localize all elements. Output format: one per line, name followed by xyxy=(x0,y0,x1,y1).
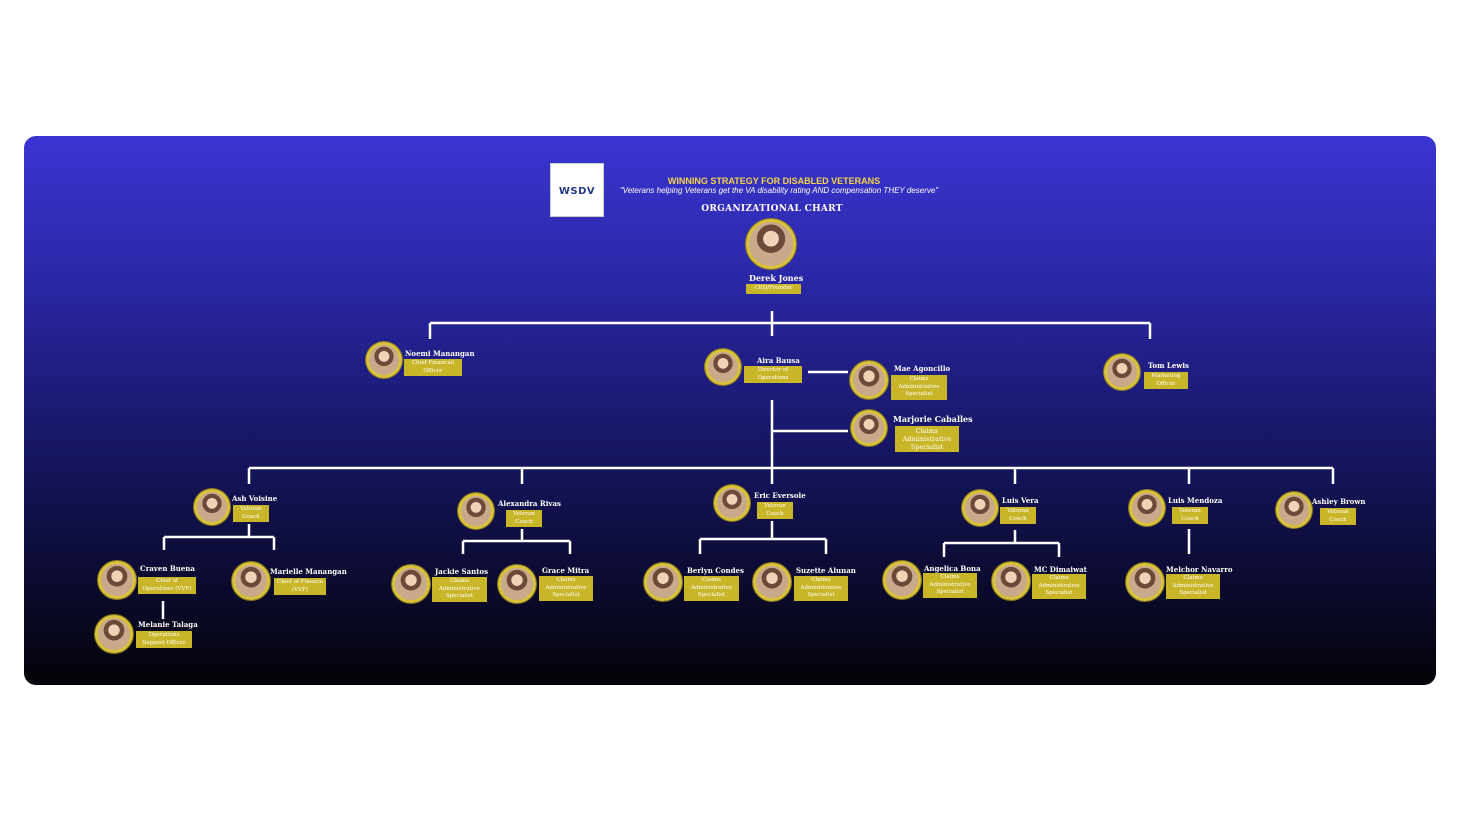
tom-lewis-name: Tom Lewis xyxy=(1148,361,1189,370)
noemi-manangan-name: Noemi Manangan xyxy=(405,349,475,358)
jackie-santos-name: Jackie Santos xyxy=(435,567,489,576)
alexandra-rivas-name: Alexandra Rivas xyxy=(498,499,561,508)
chart-title: ORGANIZATIONAL CHART xyxy=(701,204,843,214)
mc-dimaiwat-role: Claims Administrative Specialist xyxy=(1032,574,1086,599)
angelica-bona-name: Angelica Bona xyxy=(924,564,981,573)
alexandra-rivas-role: Veteran Coach xyxy=(506,510,542,527)
mae-agoncillo-role: Claims Administrative Specialist xyxy=(891,375,947,400)
tom-lewis-role: Marketing Officer xyxy=(1144,372,1188,389)
derek-jones-role: CEO/Founder xyxy=(746,284,801,294)
aira-bausa-name: Aira Bausa xyxy=(757,356,800,365)
derek-jones-name: Derek Jones xyxy=(749,273,804,283)
craven-buena-name: Craven Buena xyxy=(140,564,195,573)
tom-lewis-photo xyxy=(1104,354,1140,390)
mc-dimaiwat-photo xyxy=(992,562,1030,600)
mae-agoncillo-name: Mae Agoncillo xyxy=(894,364,951,373)
berlyn-condes-name: Berlyn Condes xyxy=(687,566,744,575)
ashley-brown-role: Veteran Coach xyxy=(1320,508,1356,525)
ash-voisine-name: Ash Voisine xyxy=(232,494,278,503)
eric-eversole-role: Veteran Coach xyxy=(757,502,793,519)
jackie-santos-photo xyxy=(392,565,430,603)
aira-bausa-role: Director of Operations xyxy=(744,366,802,383)
mc-dimaiwat-name: MC Dimaiwat xyxy=(1034,565,1087,574)
craven-buena-role: Chief of Operations (VVF) xyxy=(138,577,196,594)
org-chart-panel: WSDV WINNING STRATEGY FOR DISABLED VETER… xyxy=(24,136,1436,685)
melchor-navarro-role: Claims Administrative Specialist xyxy=(1166,574,1220,599)
suzette-alunan-photo xyxy=(753,563,791,601)
melanie-talaga-role: Operations Support Officer xyxy=(136,631,192,648)
angelica-bona-photo xyxy=(883,561,921,599)
craven-buena-photo xyxy=(98,561,136,599)
melanie-talaga-name: Melanie Talaga xyxy=(138,620,198,629)
luis-mendoza-name: Luis Mendoza xyxy=(1168,496,1223,505)
connector-lines xyxy=(161,311,1335,619)
wsdv-logo: WSDV xyxy=(550,163,604,217)
berlyn-condes-role: Claims Administrative Specialist xyxy=(684,576,739,601)
alexandra-rivas-photo xyxy=(458,493,494,529)
organization-tagline: "Veterans helping Veterans get the VA di… xyxy=(619,186,939,195)
noemi-manangan-photo xyxy=(366,342,402,378)
marjorie-caballes-photo xyxy=(851,410,887,446)
eric-eversole-photo xyxy=(714,485,750,521)
melchor-navarro-photo xyxy=(1126,563,1164,601)
luis-mendoza-role: Veteran Coach xyxy=(1172,507,1208,524)
ash-voisine-photo xyxy=(194,489,230,525)
mae-agoncillo-photo xyxy=(850,361,888,399)
grace-mitra-photo xyxy=(498,565,536,603)
berlyn-condes-photo xyxy=(644,563,682,601)
aira-bausa-photo xyxy=(705,349,741,385)
ashley-brown-photo xyxy=(1276,492,1312,528)
luis-vera-photo xyxy=(962,490,998,526)
organization-name: WINNING STRATEGY FOR DISABLED VETERANS xyxy=(667,176,881,186)
melanie-talaga-photo xyxy=(95,615,133,653)
marjorie-caballes-role: Claims Administrative Specialist xyxy=(895,426,959,452)
marjorie-caballes-name: Marjorie Caballes xyxy=(893,414,973,424)
ash-voisine-role: Veteran Coach xyxy=(233,505,269,522)
luis-vera-role: Veteran Coach xyxy=(1000,507,1036,524)
ashley-brown-name: Ashley Brown xyxy=(1312,497,1366,506)
derek-jones-photo xyxy=(746,219,796,269)
suzette-alunan-name: Suzette Alunan xyxy=(796,566,856,575)
jackie-santos-role: Claims Administrative Specialist xyxy=(432,577,487,602)
noemi-manangan-role: Chief Financial Officer xyxy=(404,359,462,376)
marielle-manangan-photo xyxy=(232,562,270,600)
grace-mitra-role: Claims Administrative Specialist xyxy=(539,576,593,601)
luis-mendoza-photo xyxy=(1129,490,1165,526)
melchor-navarro-name: Melchor Navarro xyxy=(1166,565,1233,574)
marielle-manangan-name: Marielle Manangan xyxy=(270,567,347,576)
marielle-manangan-role: Chief of Finance (VVF) xyxy=(274,578,326,595)
angelica-bona-role: Claims Administrative Specialist xyxy=(923,573,977,598)
logo-text: WSDV xyxy=(558,186,596,197)
luis-vera-name: Luis Vera xyxy=(1002,496,1039,505)
grace-mitra-name: Grace Mitra xyxy=(542,566,590,575)
eric-eversole-name: Eric Eversole xyxy=(754,491,806,500)
suzette-alunan-role: Claims Administrative Specialist xyxy=(794,576,848,601)
